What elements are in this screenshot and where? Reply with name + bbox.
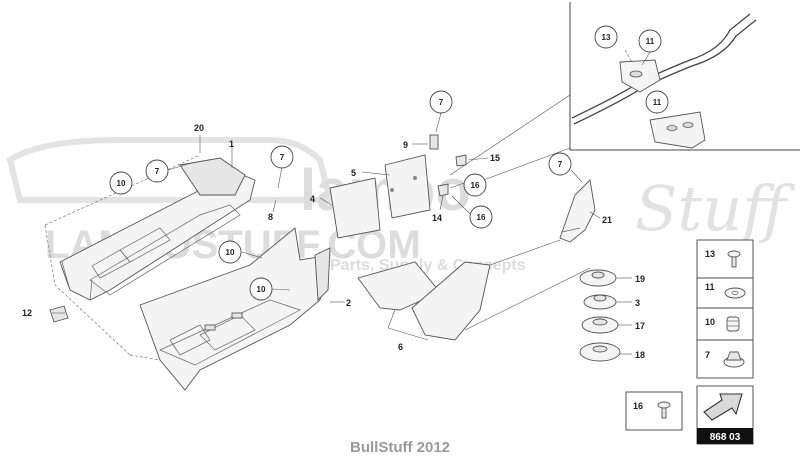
floor-tray-part <box>139 227 331 391</box>
callout-16-b: 16 <box>469 205 493 229</box>
flange-nut-icon <box>723 351 745 368</box>
callout-7-d: 7 <box>548 152 572 176</box>
page-code-box: 868 03 <box>696 385 754 445</box>
label-part-17: 17 <box>635 321 645 331</box>
svg-text:11: 11 <box>646 37 655 46</box>
legend-label-7: 7 <box>705 350 710 360</box>
svg-text:10: 10 <box>257 285 266 294</box>
label-part-18: 18 <box>635 350 645 360</box>
callout-7-c: 7 <box>429 90 453 114</box>
label-part-6: 6 <box>398 342 403 352</box>
bracket-21-part <box>559 179 596 243</box>
label-part-3: 3 <box>635 298 640 308</box>
label-part-14: 14 <box>432 213 442 223</box>
screw-icon <box>727 250 741 268</box>
panel-5-part <box>384 154 431 219</box>
label-part-1: 1 <box>229 139 234 149</box>
footer-text: BullStuff 2012 <box>350 439 450 456</box>
callout-11-inset-a: 11 <box>638 29 662 53</box>
washer-19-part <box>579 269 617 287</box>
bolt-icon <box>657 401 671 419</box>
label-part-9: 9 <box>403 140 408 150</box>
callout-7-b: 7 <box>270 145 294 169</box>
callout-10-a: 10 <box>109 171 133 195</box>
expansion-nut-icon <box>726 316 740 332</box>
svg-text:16: 16 <box>471 181 480 190</box>
legend-label-13: 13 <box>705 249 715 259</box>
clip-9-part <box>429 134 439 150</box>
arrow-icon <box>703 393 743 421</box>
svg-text:10: 10 <box>226 248 235 257</box>
label-part-20: 20 <box>194 123 204 133</box>
callout-11-inset-b: 11 <box>645 90 669 114</box>
legend-label-11: 11 <box>705 282 715 292</box>
washer-icon <box>724 287 746 299</box>
callout-16-a: 16 <box>463 173 487 197</box>
svg-text:13: 13 <box>602 33 611 42</box>
watermark-script: Stuff <box>635 172 795 245</box>
callout-7-a: 7 <box>145 159 169 183</box>
detail-inset <box>449 2 800 186</box>
svg-text:7: 7 <box>155 167 160 176</box>
legend-label-16: 16 <box>633 401 643 411</box>
label-part-8: 8 <box>268 212 273 222</box>
clip-14-part <box>437 183 449 197</box>
fastener-legend: 13 11 10 7 16 <box>625 239 754 431</box>
svg-text:7: 7 <box>439 98 444 107</box>
callout-10-c: 10 <box>249 277 273 301</box>
svg-text:7: 7 <box>558 160 563 169</box>
part-numbers: 20 1 8 4 5 9 15 14 12 2 6 21 19 3 17 18 <box>22 123 645 360</box>
label-part-19: 19 <box>635 274 645 284</box>
label-part-12: 12 <box>22 308 32 318</box>
clip-15-part <box>455 154 467 167</box>
label-part-5: 5 <box>351 168 356 178</box>
label-part-21: 21 <box>602 215 612 225</box>
svg-text:16: 16 <box>477 213 486 222</box>
callouts: 7 10 7 7 16 16 10 10 <box>109 25 669 301</box>
callout-10-b: 10 <box>218 240 242 264</box>
panel-4-part <box>329 177 381 239</box>
washer-3-part <box>583 294 617 310</box>
svg-text:10: 10 <box>117 179 126 188</box>
pad-12-part <box>49 305 69 323</box>
legend-label-10: 10 <box>705 317 715 327</box>
label-part-4: 4 <box>310 194 315 204</box>
label-part-2: 2 <box>346 298 351 308</box>
watermark-tag: Parts, Supply & Concepts <box>330 257 526 274</box>
svg-text:11: 11 <box>653 98 662 107</box>
washer-18-part <box>579 342 621 362</box>
leader-lines <box>52 112 632 355</box>
label-part-15: 15 <box>490 153 500 163</box>
callout-13-inset: 13 <box>594 25 618 49</box>
center-console-part <box>59 157 256 301</box>
floor-mats-part <box>357 261 491 341</box>
page-code-text: 868 03 <box>710 432 741 443</box>
svg-text:7: 7 <box>280 153 285 162</box>
washer-17-part <box>581 316 619 334</box>
